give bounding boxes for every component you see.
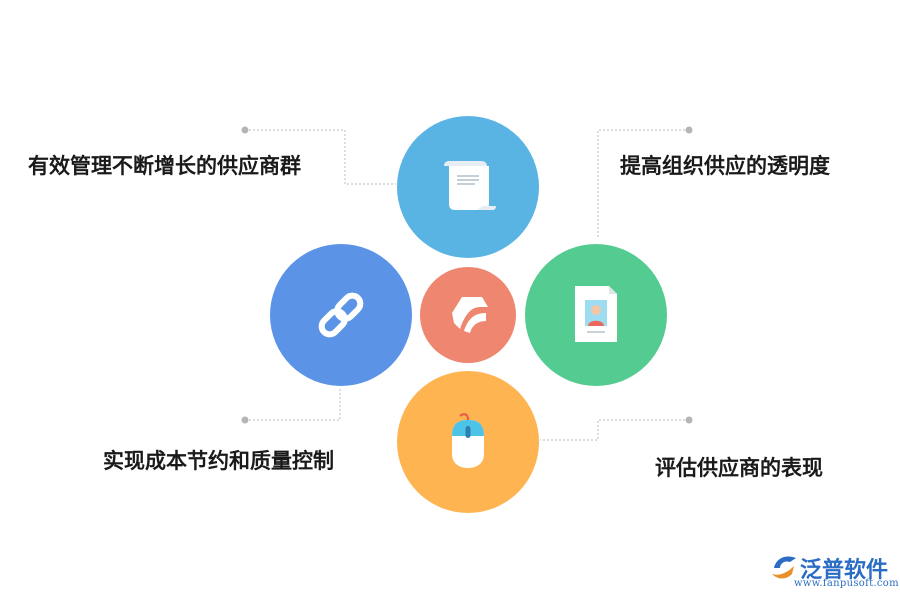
scroll-document-icon: [444, 161, 496, 210]
connector-dot-bottom-right: [685, 416, 693, 424]
brand-url: www.fanpusoft.com: [794, 578, 899, 589]
connector-dot-bottom-left: [241, 416, 249, 424]
label-top-left: 有效管理不断增长的供应商群: [28, 154, 301, 178]
label-bottom-right: 评估供应商的表现: [655, 456, 823, 480]
label-top-right: 提高组织供应的透明度: [620, 154, 830, 178]
circle-center: [420, 267, 516, 363]
mouse-icon: [452, 413, 484, 468]
connector-dot-top-right: [685, 126, 693, 134]
brand-logo-icon: [772, 556, 796, 579]
connector-bottom-left: [245, 388, 341, 421]
circle-left: [270, 244, 412, 386]
connector-dot-top-left: [241, 126, 249, 134]
brand-name: 泛普软件: [800, 558, 889, 583]
brand-mark-icon: [452, 297, 488, 333]
chain-link-icon: [318, 292, 364, 338]
label-bottom-left: 实现成本节约和质量控制: [103, 449, 334, 473]
circle-top: [397, 116, 539, 258]
connector-bottom-right: [540, 419, 689, 441]
id-card-icon: [575, 286, 617, 342]
connector-top-left: [245, 129, 396, 185]
circle-bottom: [397, 371, 539, 513]
connector-top-right: [597, 129, 689, 238]
circle-right: [525, 244, 667, 386]
